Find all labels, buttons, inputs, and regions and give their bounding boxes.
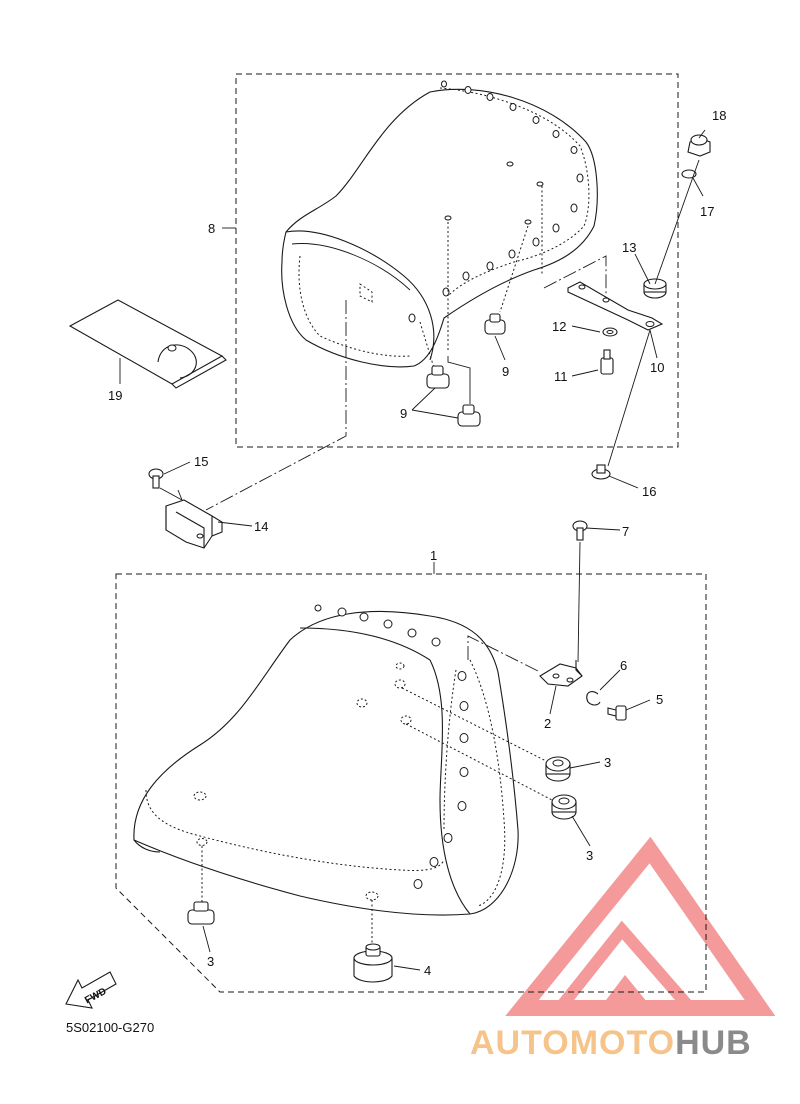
callout-19: 19 (108, 388, 122, 403)
rider-seat-group-box (115, 573, 707, 993)
callout-15: 15 (194, 454, 208, 469)
pad-19 (68, 299, 227, 389)
callout-2: 2 (544, 716, 551, 731)
bolt-5 (607, 705, 627, 721)
callout-3-c: 3 (207, 954, 214, 969)
bolt-15 (148, 468, 164, 489)
bracket-2 (467, 635, 583, 687)
bracket-10 (543, 255, 664, 331)
bolt-7 (572, 520, 588, 541)
rider-seat (133, 604, 553, 946)
callout-12: 12 (552, 319, 566, 334)
washer-12 (602, 327, 618, 337)
passenger-seat (281, 80, 598, 369)
bracket-14 (165, 499, 223, 549)
nut-13 (643, 278, 667, 299)
fwd-arrow: FWD (65, 971, 117, 1009)
diagram-code: 5S02100-G270 (66, 1020, 154, 1035)
watermark-logo (505, 836, 776, 1016)
callout-leaders (119, 129, 706, 971)
callout-10: 10 (650, 360, 664, 375)
damper-9-low (457, 404, 481, 427)
callout-14: 14 (254, 519, 268, 534)
callout-16: 16 (642, 484, 656, 499)
watermark-text: AUTOMOTOHUB (470, 1024, 752, 1062)
callout-4: 4 (424, 963, 431, 978)
callout-3-a: 3 (604, 755, 611, 770)
washer-17 (681, 169, 697, 179)
callout-7: 7 (622, 524, 629, 539)
grommet-16 (591, 464, 611, 480)
damper-4 (353, 943, 393, 983)
bolt-11 (600, 349, 614, 375)
callout-17: 17 (700, 204, 714, 219)
callout-9-b: 9 (400, 406, 407, 421)
callout-8: 8 (208, 221, 215, 236)
callout-6: 6 (620, 658, 627, 673)
callout-13: 13 (622, 240, 636, 255)
callout-3-b: 3 (586, 848, 593, 863)
callout-11: 11 (554, 369, 568, 384)
passenger-seat-rivets (408, 80, 584, 323)
callout-9-a: 9 (502, 364, 509, 379)
damper-3-right-upper (545, 756, 571, 782)
damper-9-mid (426, 365, 450, 389)
callout-18: 18 (712, 108, 726, 123)
nut-18 (687, 134, 711, 157)
watermark-part-1: AUTOMOTO (470, 1024, 675, 1062)
damper-3-right-lower (551, 794, 577, 820)
passenger-seat-group-box (235, 73, 679, 448)
callout-5: 5 (656, 692, 663, 707)
watermark-part-2: HUB (675, 1024, 752, 1062)
damper-3-left (187, 901, 215, 925)
rider-seat-rivets (193, 604, 469, 901)
damper-9-right (484, 313, 506, 335)
callout-1: 1 (430, 548, 437, 563)
callout-labels: 1 2 3 3 3 4 5 6 7 8 9 9 10 11 12 13 14 1… (108, 108, 726, 978)
ring-6 (586, 691, 601, 706)
